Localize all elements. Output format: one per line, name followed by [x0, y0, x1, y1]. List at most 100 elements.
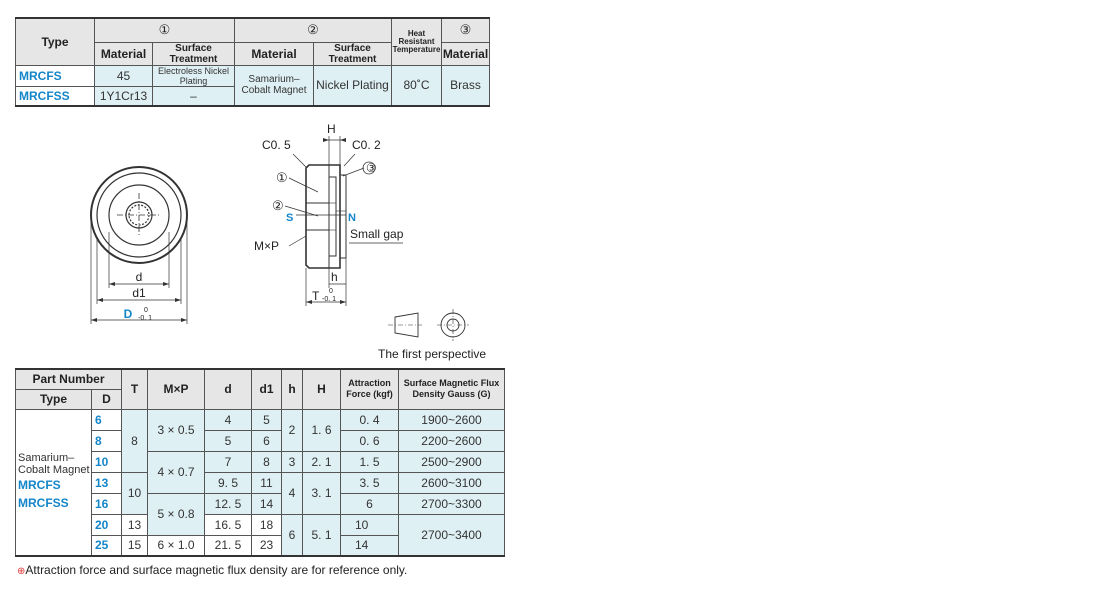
attraction-cell: 6 [340, 492, 399, 515]
D-tol-bottom: -0. 1 [138, 315, 152, 322]
D-header: D [91, 388, 122, 410]
T-header: T [121, 368, 148, 410]
c02-label: C0. 2 [352, 138, 381, 152]
T-label: T [312, 289, 320, 303]
note-mark-icon: ⊕ [17, 566, 26, 577]
d-cell: 16. 5 [204, 513, 252, 536]
h-cell: 3 [281, 450, 303, 473]
table-row: 8 5 6 0. 6 2200~2600 [16, 429, 505, 452]
H-cell: 3. 1 [302, 471, 341, 515]
N-pole-label: N [348, 212, 356, 224]
h-header: h [281, 368, 303, 410]
d-cell: 12. 5 [204, 492, 252, 515]
table-row: 25 15 6 × 1.0 21. 5 23 14 [16, 534, 505, 557]
type-text: Samarium–Cobalt Magnet [18, 452, 90, 477]
callout-2: ② [272, 198, 284, 213]
mat2-cell: Samarium–Cobalt Magnet [234, 64, 314, 107]
MxP-label: M×P [254, 239, 279, 253]
table-row: Samarium–Cobalt Magnet MRCFS MRCFSS 6 8 … [15, 408, 505, 557]
attraction-cell: 0. 6 [340, 429, 399, 452]
T-cell: 10 [121, 471, 148, 515]
d-label: d [136, 270, 143, 284]
d1-header: d1 [251, 368, 282, 410]
group-2-header: ② [234, 17, 392, 43]
T-cell: 8 [121, 408, 148, 473]
D-label: D [124, 307, 133, 321]
d-cell: 5 [204, 429, 252, 452]
D-tol-top: 0 [144, 307, 148, 314]
callout-3: ③ [366, 161, 377, 175]
reference-note: ⊕Attraction force and surface magnetic f… [17, 563, 407, 577]
outer-circle [90, 166, 188, 264]
S-pole-label: S [286, 212, 293, 224]
h-cell: 2 [281, 408, 303, 452]
D-cell: 20 [91, 513, 122, 536]
d-cell: 21. 5 [204, 534, 252, 557]
H-cell: 5. 1 [302, 513, 341, 557]
T-tol-bottom: -0. 1 [322, 296, 336, 303]
mat3-cell: Brass [441, 64, 490, 107]
d1-cell: 14 [251, 492, 282, 515]
projection-symbol-icon [388, 309, 469, 341]
attraction-cell: 14 [340, 534, 399, 557]
heat-cell: 80˚C [391, 64, 442, 107]
part-number-header: Part Number [15, 368, 122, 390]
mat1-mrcfs: 45 [94, 64, 153, 87]
d-header: d [204, 368, 252, 410]
type-code-mrcfs: MRCFS [18, 478, 61, 493]
flux-cell: 2700~3400 [398, 513, 505, 557]
D-cell: 16 [91, 492, 122, 515]
callout-1: ① [276, 170, 288, 185]
small-gap-label: Small gap [350, 227, 404, 241]
d1-cell: 23 [251, 534, 282, 557]
h-cell: 6 [281, 513, 303, 557]
table-row: 20 13 16. 5 18 6 5. 1 10 2700~3400 [16, 513, 505, 557]
mat1-mrcfss: 1Y1Cr13 [94, 85, 153, 107]
flux-cell: 2600~3100 [398, 471, 505, 494]
type-cell: Samarium–Cobalt Magnet MRCFS MRCFSS [15, 408, 92, 557]
surf1-mrcfs: Electroless Nickel Plating [152, 64, 235, 87]
front-view [90, 166, 188, 324]
perspective-label: The first perspective [378, 347, 487, 361]
attraction-cell: 3. 5 [340, 471, 399, 494]
d1-label: d1 [132, 286, 146, 300]
type-code-mrcfss: MRCFSS [18, 496, 69, 511]
material-table: Type ① ② Heat Resistant Temperature ③ Ma… [15, 17, 490, 107]
attraction-header: Attraction Force (kgf) [340, 368, 399, 410]
MxP-cell: 3 × 0.5 [147, 408, 205, 452]
H-label: H [327, 122, 336, 136]
d1-cell: 6 [251, 429, 282, 452]
H-cell: 1. 6 [302, 408, 341, 452]
flux-cell: 2200~2600 [398, 429, 505, 452]
body-outline [305, 164, 341, 269]
magnet-core [328, 202, 337, 231]
MxP-header: M×P [147, 368, 205, 410]
d-cell: 9. 5 [204, 471, 252, 494]
d1-circle [96, 172, 182, 258]
type-header: Type [15, 388, 92, 410]
D-cell: 13 [91, 471, 122, 494]
flux-cell: 2700~3300 [398, 492, 505, 515]
attraction-cell: 10 [340, 513, 399, 536]
table-row: 16 5 × 0.8 12. 5 14 6 2700~3300 [16, 492, 505, 536]
surface-2-header: Surface Treatment [313, 41, 392, 66]
c05-label: C0. 5 [262, 138, 291, 152]
H-header: H [302, 368, 341, 410]
d1-cell: 8 [251, 450, 282, 473]
h-cell: 4 [281, 471, 303, 515]
surf1-mrcfss: – [152, 85, 235, 107]
attraction-cell: 1. 5 [340, 450, 399, 473]
surf2-cell: Nickel Plating [313, 64, 392, 107]
h-label: h [331, 270, 338, 284]
spec-table: Part Number T M×P d d1 h H Attraction Fo… [15, 368, 505, 557]
d1-cell: 18 [251, 513, 282, 536]
type-mrcfs: MRCFS [15, 64, 95, 87]
D-cell: 10 [91, 450, 122, 473]
flux-cell: 1900~2600 [398, 408, 505, 431]
d1-cell: 5 [251, 408, 282, 431]
d-cell: 7 [204, 450, 252, 473]
type-header: Type [15, 17, 95, 66]
flux-cell: 2500~2900 [398, 450, 505, 473]
note-text: Attraction force and surface magnetic fl… [25, 563, 408, 577]
